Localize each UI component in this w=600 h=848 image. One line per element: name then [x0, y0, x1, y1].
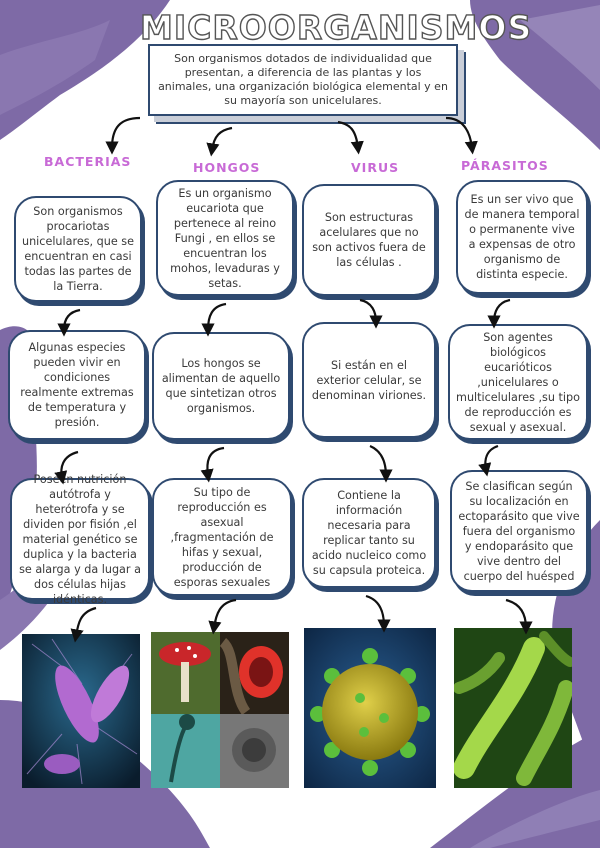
bacteria-image: [22, 634, 140, 788]
bacterias-text-3: Poseen nutrición autótrofa y heterótrofa…: [19, 472, 141, 606]
hongos-box-2: Los hongos se alimentan de aquello que s…: [152, 332, 290, 440]
parasitos-box-2: Son agentes biológicos eucarióticos ,uni…: [448, 324, 588, 440]
hongos-text-1: Es un organismo eucariota que pertenece …: [170, 186, 280, 290]
category-hongos: HONGOS: [193, 160, 261, 175]
parasitos-text-2: Son agentes biológicos eucarióticos ,uni…: [456, 330, 580, 434]
page-title: MICROORGANISMOS: [139, 7, 533, 47]
bacterias-box-2: Algunas especies pueden vivir en condici…: [8, 330, 146, 440]
bacterias-box-3: Poseen nutrición autótrofa y heterótrofa…: [10, 473, 150, 606]
bacterias-text-1: Son organismos procariotas unicelulares,…: [22, 205, 135, 293]
virus-text-1: Son estructuras acelulares que no son ac…: [312, 211, 426, 269]
hongos-text-3: Su tipo de reproducción es asexual ,frag…: [170, 485, 274, 589]
category-bacterias: BACTERIAS: [44, 154, 132, 169]
bacterias-box-1: Son organismos procariotas unicelulares,…: [14, 196, 142, 302]
virus-image: [304, 628, 436, 788]
parasitos-box-1: Es un ser vivo que de manera temporal o …: [456, 180, 588, 294]
intro-text: Son organismos dotados de individualidad…: [158, 52, 448, 107]
virus-box-3: Contiene la información necesaria para r…: [302, 478, 436, 588]
intro-box: Son organismos dotados de individualidad…: [148, 44, 458, 116]
bacterias-text-2: Algunas especies pueden vivir en condici…: [20, 341, 134, 429]
category-virus: VIRUS: [351, 160, 400, 175]
hongos-text-2: Los hongos se alimentan de aquello que s…: [161, 357, 281, 415]
hongos-box-3: Su tipo de reproducción es asexual ,frag…: [152, 478, 292, 596]
parasitos-text-3: Se clasifican según su localización en e…: [458, 479, 580, 583]
fungi-image: [151, 632, 289, 788]
category-parasitos: PÁRASITOS: [461, 158, 549, 173]
hongos-box-1: Es un organismo eucariota que pertenece …: [156, 180, 294, 296]
parasitos-box-3: Se clasifican según su localización en e…: [450, 470, 588, 592]
parasite-image: [454, 628, 572, 788]
virus-box-2: Si están en el exterior celular, se deno…: [302, 322, 436, 438]
parasitos-text-1: Es un ser vivo que de manera temporal o …: [464, 193, 580, 281]
virus-text-3: Contiene la información necesaria para r…: [311, 489, 427, 577]
virus-text-2: Si están en el exterior celular, se deno…: [311, 358, 427, 402]
virus-box-1: Son estructuras acelulares que no son ac…: [302, 184, 436, 296]
